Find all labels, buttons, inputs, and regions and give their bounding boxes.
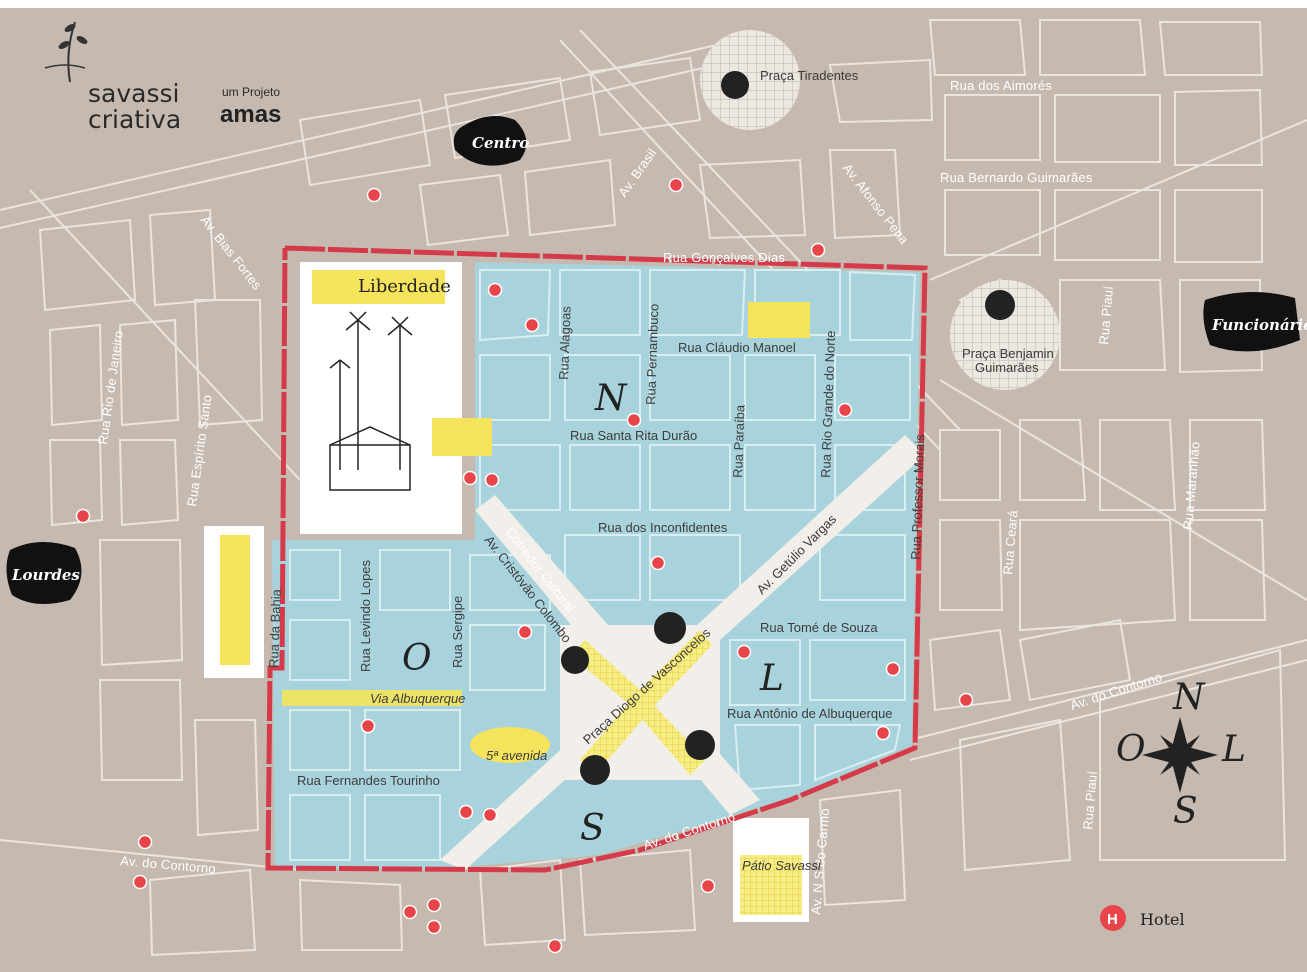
quadrant-south: S [580, 808, 605, 849]
compass-rose: N S L O [1116, 677, 1246, 832]
compass-l: L [1221, 729, 1246, 770]
compass-o: O [1116, 729, 1146, 770]
palm-trees-illustration [329, 311, 413, 491]
street-tome: Rua Tomé de Souza [760, 620, 878, 635]
region-funcionarios[interactable]: Funcionários [1203, 291, 1307, 352]
street-pernambuco: Rua Pernambuco [643, 303, 662, 405]
street-alagoas: Rua Alagoas [556, 305, 574, 380]
hotel-marker-icon[interactable] [524, 317, 540, 333]
street-bahia: Rua da Bahia [266, 588, 284, 668]
hotel-marker-icon[interactable] [700, 878, 716, 894]
city-blocks-north [38, 19, 1287, 957]
street-inconfidentes: Rua dos Inconfidentes [598, 520, 728, 535]
street-via-albuquerque: Via Albuquerque [370, 691, 465, 706]
place-liberdade: Liberdade [358, 276, 451, 297]
hotel-marker-icon[interactable] [650, 555, 666, 571]
place-quinta-avenida: 5ª avenida [486, 748, 547, 763]
street-professor: Rua Professor Morais [908, 433, 927, 560]
hotel-marker-icon[interactable] [462, 470, 478, 486]
place-benjamin-2: Guimarães [975, 360, 1039, 375]
compass-n: N [1172, 677, 1206, 718]
quadrant-letters: N O L S [402, 378, 784, 849]
hotel-marker-icon[interactable] [366, 187, 382, 203]
hotel-marker-icon[interactable] [482, 807, 498, 823]
hotel-marker-icon[interactable] [626, 412, 642, 428]
brand-line1: savassi [88, 79, 179, 108]
hotel-marker-icon[interactable] [75, 508, 91, 524]
street-fernandes: Rua Fernandes Tourinho [297, 773, 440, 788]
savassi-district [272, 262, 920, 870]
hotel-marker-icon[interactable] [402, 904, 418, 920]
street-aimores: Rua dos Aimorés [950, 78, 1052, 93]
quinta-avenida-highlight [470, 727, 550, 763]
hotel-marker-icon[interactable] [132, 874, 148, 890]
region-centro-label: Centro [472, 134, 529, 152]
hotel-marker-icon[interactable] [426, 919, 442, 935]
liberdade-block [300, 262, 462, 534]
via-albuquerque-highlight [282, 690, 462, 706]
hotel-legend-icon [1100, 905, 1126, 931]
hotel-marker-icon[interactable] [736, 644, 752, 660]
hotel-marker-icon[interactable] [885, 661, 901, 677]
hotel-marker-icon[interactable] [517, 624, 533, 640]
tree-icons [561, 71, 1015, 785]
hotel-marker-icon[interactable] [360, 718, 376, 734]
hotel-marker-icon[interactable] [487, 282, 503, 298]
street-bernardo: Rua Bernardo Guimarães [940, 170, 1093, 185]
hotel-marker-icon[interactable] [426, 897, 442, 913]
hotel-marker-icon[interactable] [875, 725, 891, 741]
hotel-marker-icon[interactable] [137, 834, 153, 850]
hotel-legend-label: Hotel [1140, 910, 1185, 929]
brand-line2: criativa [88, 105, 181, 134]
praca-tiradentes-area [700, 30, 800, 130]
hotel-marker-icon[interactable] [837, 402, 853, 418]
street-levindo: Rua Levindo Lopes [358, 559, 373, 672]
quadrant-west: O [402, 638, 432, 679]
hotel-marker-icon[interactable] [547, 938, 563, 954]
street-goncalves: Rua Gonçalves Dias [663, 250, 785, 265]
savassi-perimeter [265, 245, 928, 873]
praca-benjamin-area [950, 280, 1060, 390]
hotel-legend-glyph: H [1107, 911, 1118, 928]
project-name: amas [220, 101, 281, 128]
street-piaui2: Rua Piauí [1080, 770, 1100, 830]
region-centro[interactable]: Centro [453, 116, 529, 166]
hotel-marker-icon[interactable] [668, 177, 684, 193]
street-paraiba: Rua Paraíba [730, 404, 748, 478]
place-patio: Pátio Savassi [742, 858, 822, 873]
compass-s: S [1173, 791, 1198, 832]
place-tiradentes: Praça Tiradentes [760, 68, 859, 83]
street-antonio: Rua Antônio de Albuquerque [727, 706, 893, 721]
legend: H Hotel [1100, 905, 1185, 931]
street-piaui: Rua Piauí [1096, 285, 1116, 345]
hotel-markers [75, 177, 974, 954]
brand-logo: savassi criativa um Projeto amas [44, 21, 281, 134]
street-santa-rita: Rua Santa Rita Durão [570, 428, 697, 443]
street-sergipe: Rua Sergipe [450, 596, 465, 668]
region-funcionarios-label: Funcionários [1211, 316, 1307, 334]
street-rio-grande: Rua Rio Grande do Norte [818, 330, 838, 478]
place-benjamin-1: Praça Benjamin [962, 346, 1054, 361]
project-prefix: um Projeto [222, 85, 280, 99]
region-lourdes[interactable]: Lourdes [6, 541, 82, 604]
quadrant-north: N [594, 378, 628, 419]
hotel-marker-icon[interactable] [810, 242, 826, 258]
street-ceara: Rua Ceará [1000, 509, 1021, 575]
region-lourdes-label: Lourdes [11, 566, 80, 584]
hotel-marker-icon[interactable] [484, 472, 500, 488]
hotel-marker-icon[interactable] [958, 692, 974, 708]
hotel-marker-icon[interactable] [458, 804, 474, 820]
quadrant-east: L [759, 658, 784, 699]
street-claudio: Rua Cláudio Manoel [678, 340, 796, 355]
